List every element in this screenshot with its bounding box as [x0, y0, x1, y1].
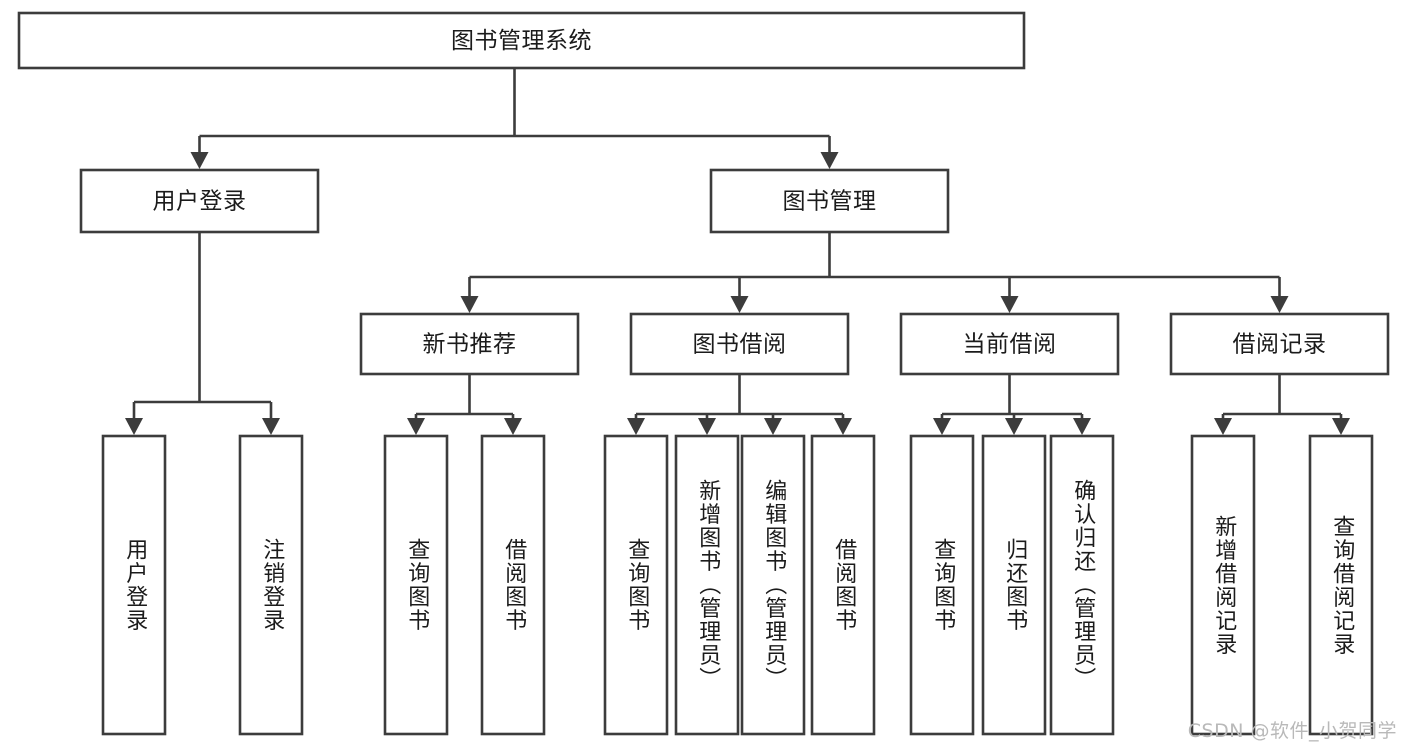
arrow-head-group1-leaf-2 [764, 418, 782, 435]
node-box-level2-0[interactable] [359, 312, 580, 376]
arrow-head-level1-0 [190, 152, 209, 169]
node-box-leaf-11[interactable] [1190, 434, 1256, 736]
node-label-level1-0: 用户登录 [153, 189, 247, 215]
watermark: CSDN @软件_小贺同学 [1187, 720, 1397, 742]
arrow-head-level1-1 [820, 152, 839, 169]
arrow-head-group2-leaf-0 [933, 418, 951, 435]
arrow-head-level2-1 [730, 296, 749, 313]
node-box-level2-2[interactable] [899, 312, 1120, 376]
arrow-head-group1-leaf-1 [698, 418, 716, 435]
arrow-head-level2-3 [1270, 296, 1289, 313]
arrow-head-group3-leaf-1 [1332, 418, 1350, 435]
arrow-head-group3-leaf-0 [1214, 418, 1232, 435]
arrow-head-user-login-leaf-0 [125, 418, 143, 435]
node-box-leaf-9[interactable] [981, 434, 1047, 736]
node-box-level2-1[interactable] [629, 312, 850, 376]
node-box-level1-0[interactable] [79, 168, 320, 234]
node-box-root[interactable] [17, 11, 1026, 70]
arrow-head-group0-leaf-0 [407, 418, 425, 435]
node-box-leaf-8[interactable] [909, 434, 975, 736]
node-label-root: 图书管理系统 [451, 28, 592, 54]
node-label-level1-1: 图书管理 [783, 189, 877, 215]
node-label-level2-3: 借阅记录 [1233, 332, 1327, 358]
node-label-level2-1: 图书借阅 [693, 332, 787, 358]
arrow-head-group2-leaf-2 [1073, 418, 1091, 435]
connectors-layer [125, 68, 1350, 435]
arrow-head-level2-2 [1000, 296, 1019, 313]
node-box-leaf-6[interactable] [740, 434, 806, 736]
node-box-leaf-5[interactable] [674, 434, 740, 736]
node-box-leaf-1[interactable] [238, 434, 304, 736]
node-box-leaf-2[interactable] [383, 434, 449, 736]
node-box-leaf-10[interactable] [1049, 434, 1115, 736]
node-box-level2-3[interactable] [1169, 312, 1390, 376]
node-box-leaf-12[interactable] [1308, 434, 1374, 736]
arrow-head-group2-leaf-1 [1005, 418, 1023, 435]
node-box-leaf-4[interactable] [603, 434, 669, 736]
node-box-leaf-0[interactable] [101, 434, 167, 736]
arrow-head-level2-0 [460, 296, 479, 313]
node-box-level1-1[interactable] [709, 168, 950, 234]
arrow-head-group0-leaf-1 [504, 418, 522, 435]
node-box-leaf-3[interactable] [480, 434, 546, 736]
arrow-head-user-login-leaf-1 [262, 418, 280, 435]
node-label-level2-2: 当前借阅 [963, 332, 1057, 358]
arrow-head-group1-leaf-3 [834, 418, 852, 435]
node-box-leaf-7[interactable] [810, 434, 876, 736]
boxes-layer [17, 11, 1390, 736]
node-label-level2-0: 新书推荐 [423, 332, 517, 358]
arrow-head-group1-leaf-0 [627, 418, 645, 435]
